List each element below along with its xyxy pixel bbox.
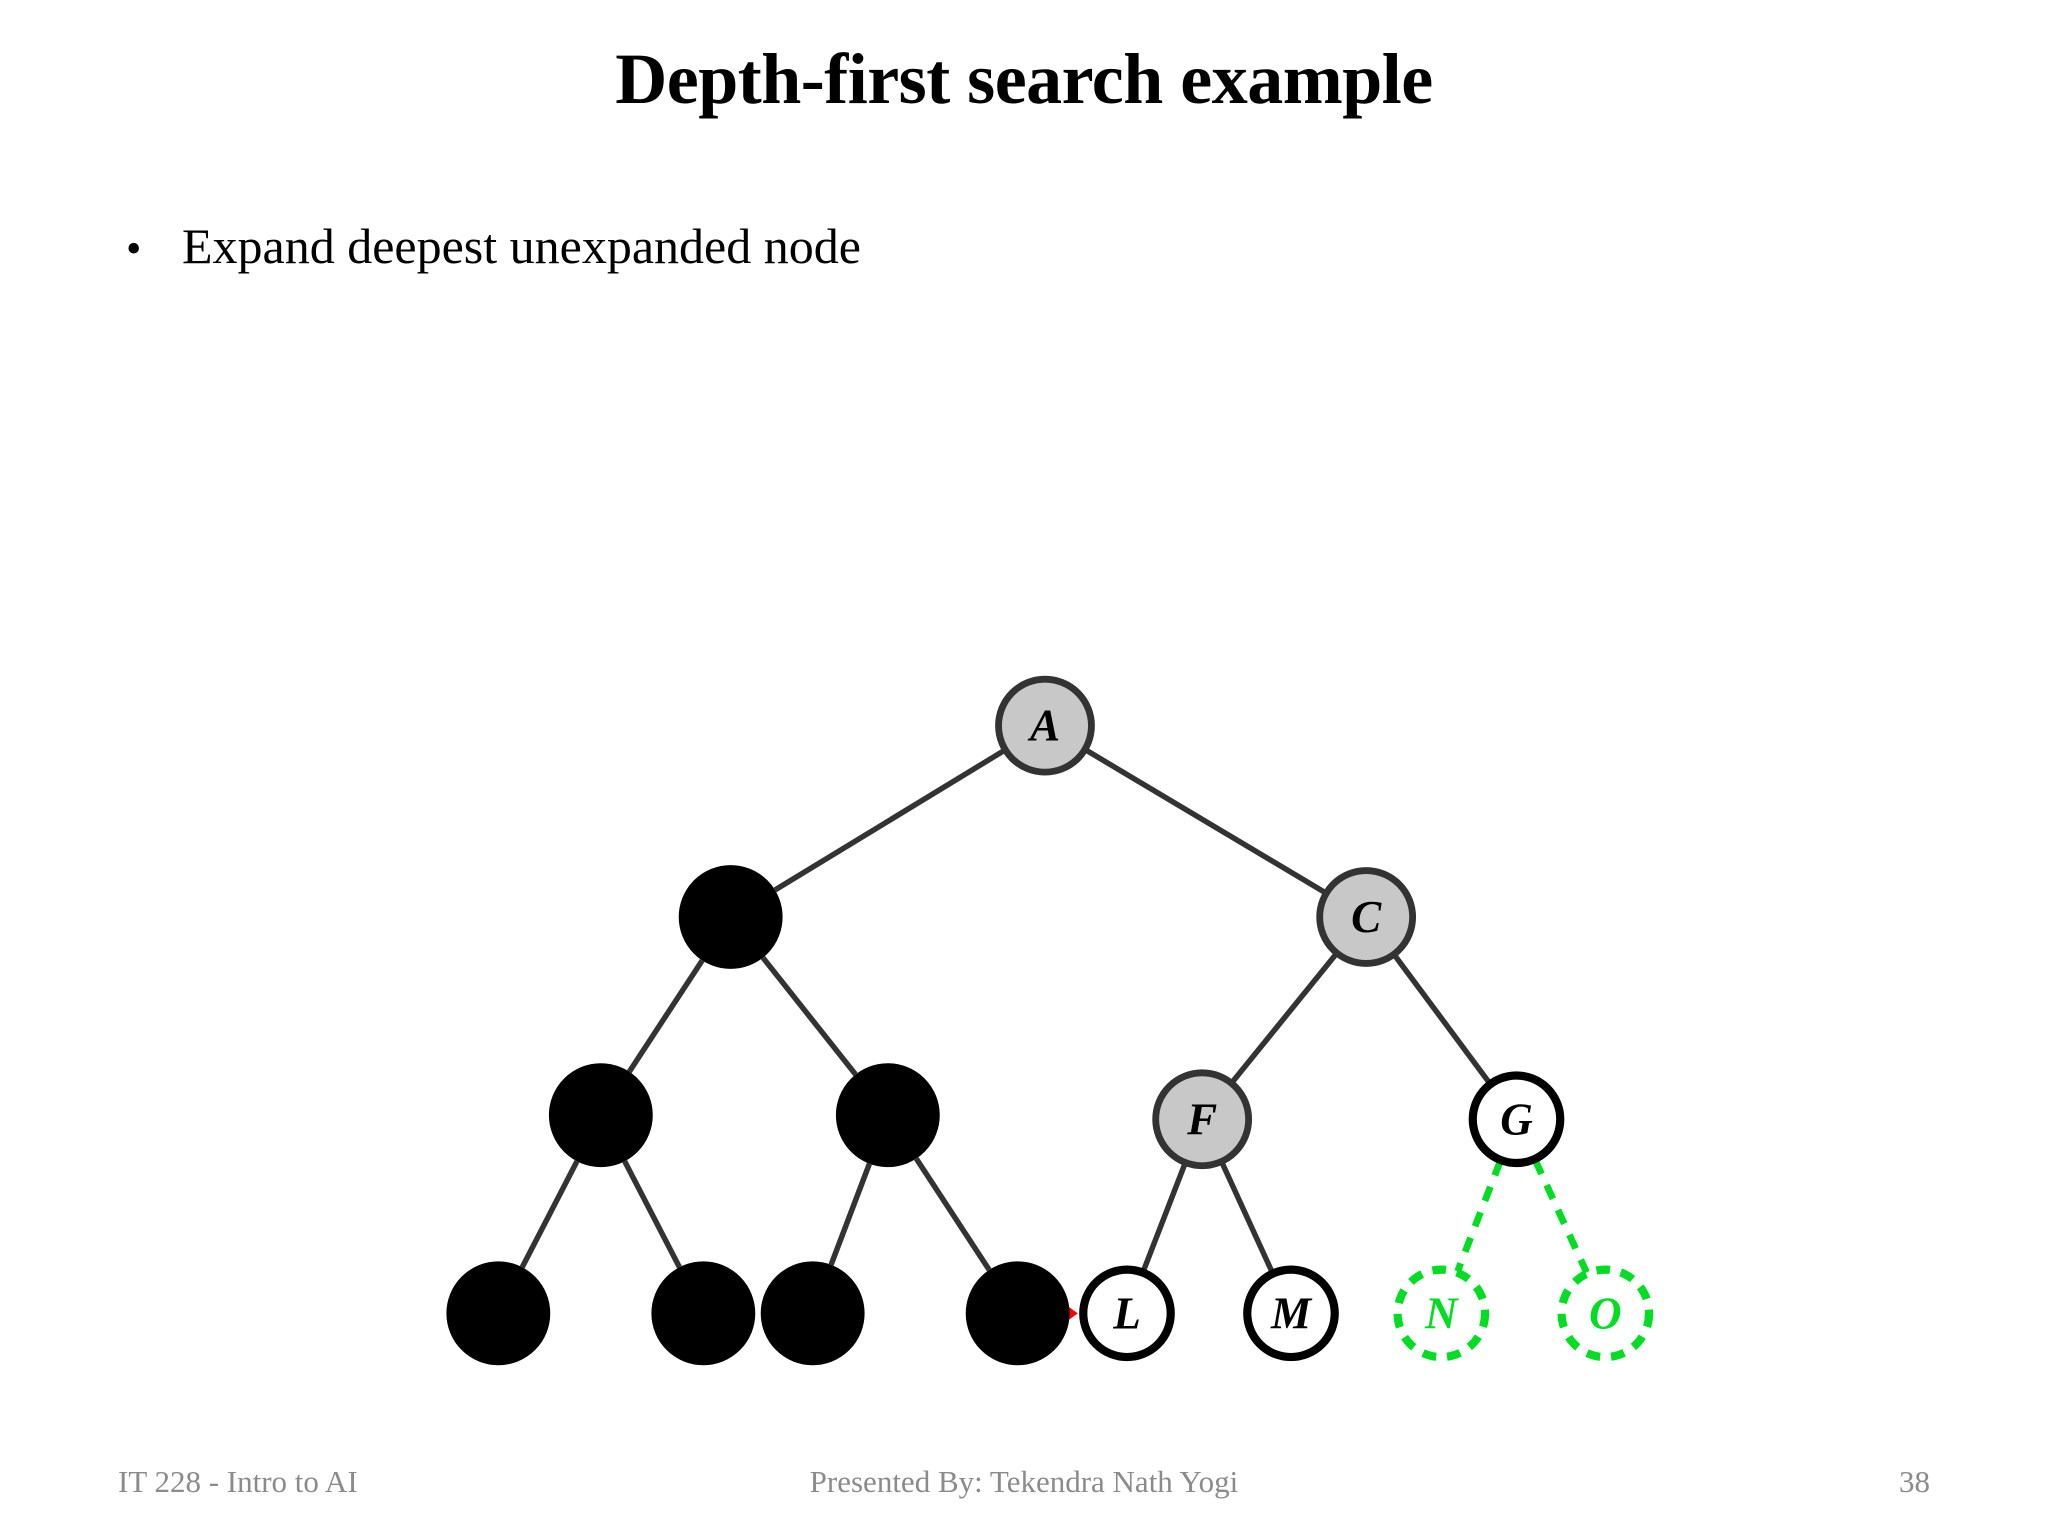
node-circle	[1316, 867, 1417, 967]
node-circle	[1393, 1265, 1490, 1362]
tree-node-k[interactable]	[965, 1261, 1070, 1366]
node-circle	[1557, 1265, 1654, 1362]
node-label: A	[1027, 701, 1060, 751]
tree-edge-f-m	[1219, 1161, 1275, 1274]
tree-node-c[interactable]: C	[1316, 867, 1417, 967]
page-title: Depth-first search example	[615, 39, 1433, 119]
node-label: C	[1351, 892, 1382, 942]
node-circle	[651, 1261, 756, 1366]
node-circle	[678, 865, 783, 969]
tree-node-o[interactable]: O	[1557, 1265, 1654, 1362]
tree-node-d[interactable]	[548, 1063, 653, 1168]
node-circle	[1152, 1069, 1253, 1170]
tree-edge-b-e	[760, 955, 858, 1077]
tree-edge-c-g	[1392, 953, 1492, 1085]
node-circle	[1243, 1265, 1339, 1362]
node-label: M	[1270, 1288, 1313, 1338]
tree-edge-a-c	[1084, 747, 1327, 895]
node-circle	[1079, 1265, 1175, 1362]
footer-presenter-label: Presented By: Tekendra Nath Yogi	[809, 1464, 1239, 1499]
tree-edge-e-j	[828, 1162, 872, 1266]
bullet-text: Expand deepest unexpanded node	[182, 218, 861, 274]
footer-page-number: 38	[1899, 1464, 1930, 1499]
node-circle	[1468, 1071, 1565, 1168]
tree-node-a[interactable]: A	[995, 675, 1095, 776]
tree-node-f[interactable]: F	[1152, 1069, 1253, 1170]
node-circle	[760, 1261, 865, 1366]
bullet-list: • Expand deepest unexpanded node	[110, 218, 1810, 276]
tree-edge-c-f	[1230, 952, 1339, 1084]
tree-edge-d-i	[622, 1160, 682, 1269]
tree-node-e[interactable]	[835, 1063, 940, 1168]
tree-edge-a-b	[773, 748, 1006, 893]
list-item: • Expand deepest unexpanded node	[110, 218, 1810, 276]
node-circle	[446, 1261, 551, 1366]
node-label: N	[1424, 1288, 1459, 1338]
node-circle	[835, 1063, 940, 1168]
tree-node-b[interactable]	[678, 865, 783, 969]
node-circle	[965, 1261, 1070, 1366]
tree-edge-layer	[519, 747, 1590, 1274]
bullet-marker-icon: •	[126, 224, 142, 273]
node-label: G	[1500, 1094, 1533, 1144]
node-label: L	[1112, 1288, 1141, 1338]
tree-edge-e-k	[914, 1157, 992, 1272]
node-circle	[548, 1063, 653, 1168]
tree-node-h[interactable]	[446, 1261, 551, 1366]
footer-course-label: IT 228 - Intro to AI	[118, 1464, 358, 1499]
tree-node-g[interactable]: G	[1468, 1071, 1565, 1168]
tree-edge-g-o	[1532, 1158, 1590, 1274]
tree-node-n[interactable]: N	[1393, 1265, 1490, 1362]
search-tree-svg: A C F G L M N O	[446, 675, 1654, 1366]
node-label: O	[1589, 1288, 1622, 1338]
tree-edge-f-l	[1140, 1162, 1188, 1273]
tree-node-layer: A C F G L M N O	[446, 675, 1654, 1366]
tree-edge-g-n	[1454, 1160, 1504, 1273]
node-label: F	[1186, 1094, 1217, 1144]
tree-edge-b-d	[627, 958, 705, 1074]
node-circle	[995, 675, 1095, 776]
tree-node-l[interactable]: L	[1079, 1265, 1175, 1362]
search-tree-diagram: A C F G L M N O	[430, 670, 1660, 1410]
tree-node-m[interactable]: M	[1243, 1265, 1339, 1362]
tree-node-j[interactable]	[760, 1261, 865, 1366]
tree-node-i[interactable]	[651, 1261, 756, 1366]
tree-edge-d-h	[519, 1160, 580, 1269]
